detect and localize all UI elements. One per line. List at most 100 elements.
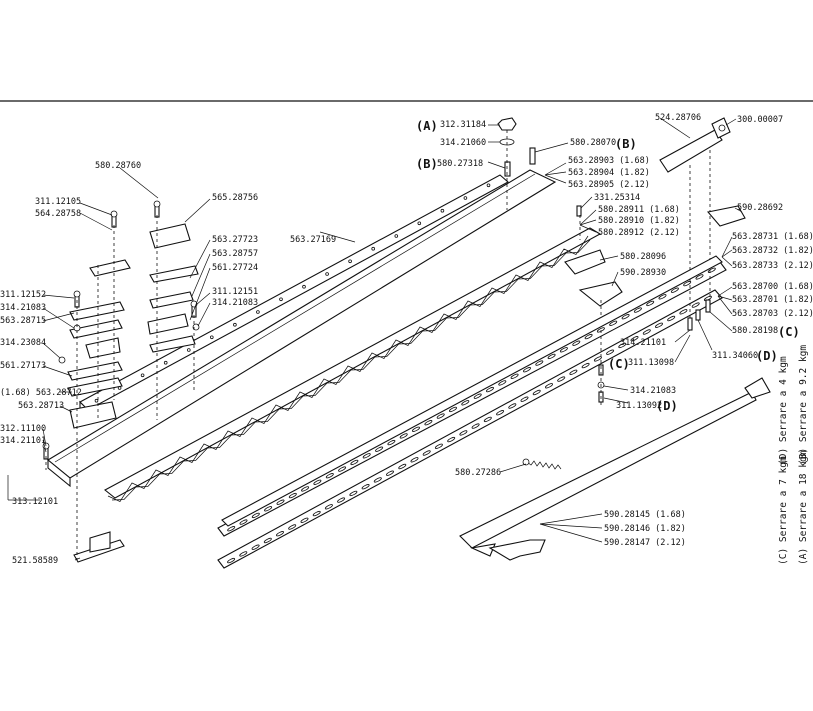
label-314-21060: 314.21060 xyxy=(440,138,486,148)
slot xyxy=(313,479,322,485)
label-590-28930: 590.28930 xyxy=(620,268,666,278)
slot xyxy=(436,413,445,419)
label-312-31184: 312.31184 xyxy=(440,120,486,130)
bar-hole xyxy=(94,398,99,403)
bar-hole xyxy=(325,272,329,276)
slot xyxy=(227,526,236,532)
bar-hole xyxy=(463,196,468,200)
slot xyxy=(422,450,431,456)
label-580-28911: 580.28911 (1.68) xyxy=(598,205,680,215)
label-563-28713: 563.28713 xyxy=(18,401,64,411)
slot xyxy=(642,329,651,335)
label-563-27723: 563.27723 xyxy=(212,235,258,245)
slot xyxy=(449,406,457,413)
torque-notes: (C) Serrare a 7 kgm (A) Serrare a 18 kgm… xyxy=(778,345,809,565)
label-563-28731: 563.28731 (1.68) xyxy=(732,232,813,242)
label-311-13098: 311.13098 xyxy=(628,358,674,368)
slot xyxy=(667,315,676,322)
left-plates xyxy=(67,223,199,429)
label-580-27286: 580.27286 xyxy=(455,468,501,478)
slot xyxy=(386,470,394,476)
slot xyxy=(683,280,692,287)
bar-hole xyxy=(279,297,283,302)
label-590-28145: 590.28145 (1.68) xyxy=(604,510,686,520)
clip-part xyxy=(744,377,771,399)
slot xyxy=(486,386,494,393)
slot xyxy=(520,396,529,402)
label-563-28904: 563.28904 (1.82) xyxy=(568,168,650,178)
slot xyxy=(695,274,704,280)
slot xyxy=(679,309,688,315)
slot xyxy=(670,287,679,293)
slot xyxy=(596,327,605,333)
middle-hardware xyxy=(564,205,623,405)
note-d-4kgm: (D) Serrare a 4 kgm xyxy=(778,356,789,465)
slot xyxy=(584,333,593,340)
label-590-28147: 590.28147 (2.12) xyxy=(604,538,686,548)
bar-hole xyxy=(256,310,260,314)
label-565-28756: 565.28756 xyxy=(212,193,258,203)
slot xyxy=(337,497,346,503)
label-311-13092: 311.13092 xyxy=(616,401,662,411)
label-563-28703: 563.28703 (2.12) xyxy=(732,309,813,319)
slot xyxy=(655,322,663,328)
slot xyxy=(239,519,248,525)
slot xyxy=(609,320,618,326)
slot xyxy=(459,430,468,436)
assembly-lines-left xyxy=(45,215,195,560)
label-561-27724: 561.27724 xyxy=(212,263,258,273)
slot xyxy=(361,484,370,490)
bar-hole xyxy=(348,259,352,264)
callout-a: (A) xyxy=(416,119,438,133)
leader-lines xyxy=(7,117,743,561)
slot xyxy=(362,453,371,459)
slot xyxy=(545,383,553,389)
slot xyxy=(646,300,655,307)
slot xyxy=(691,302,700,308)
note-c-7kgm: (C) Serrare a 7 kgm xyxy=(778,456,789,565)
slot xyxy=(510,373,519,379)
slot xyxy=(325,473,334,479)
label-331-25314: 331.25314 xyxy=(594,193,640,203)
callout-c-right: (C) xyxy=(778,325,800,339)
plate-590-28692 xyxy=(706,205,746,227)
slot xyxy=(387,439,396,446)
slot xyxy=(569,369,578,375)
bar-hole xyxy=(440,208,445,213)
note-b-9kgm: (B) Serrare a 9.2 kgm xyxy=(798,345,809,465)
label-563-28905: 563.28905 (2.12) xyxy=(568,180,650,190)
label-314-21101-b: 314.21101 xyxy=(620,338,666,348)
slot xyxy=(412,426,420,432)
slot xyxy=(251,544,260,550)
bar-hole xyxy=(371,246,376,251)
label-580-28912: 580.28912 (2.12) xyxy=(598,228,680,238)
slot xyxy=(301,486,310,492)
slot xyxy=(276,531,284,537)
bar-hole xyxy=(187,348,191,352)
slot xyxy=(547,353,556,360)
label-580-28096: 580.28096 xyxy=(620,252,666,262)
label-580-28760: 580.28760 xyxy=(95,161,141,171)
slot xyxy=(324,504,333,510)
slot xyxy=(618,342,627,349)
slot xyxy=(227,557,236,564)
slot xyxy=(508,403,517,409)
slot xyxy=(471,423,480,429)
slot xyxy=(535,360,544,366)
label-563-28701: 563.28701 (1.82) xyxy=(732,295,813,305)
slot xyxy=(461,400,470,406)
bracket-521-58589 xyxy=(73,531,125,563)
label-590-28146: 590.28146 (1.82) xyxy=(604,524,686,534)
callout-d-left: (D) xyxy=(656,399,678,413)
label-314-21101-a: 314.21101 xyxy=(0,436,46,446)
slot xyxy=(498,380,507,386)
arm-524-28706 xyxy=(659,117,731,330)
label-311-12151: 311.12151 xyxy=(212,287,258,297)
slot xyxy=(496,410,505,416)
slot xyxy=(399,433,408,439)
callout-d-right: (D) xyxy=(756,349,778,363)
slot xyxy=(523,367,531,373)
nut-312-31184 xyxy=(497,117,536,210)
